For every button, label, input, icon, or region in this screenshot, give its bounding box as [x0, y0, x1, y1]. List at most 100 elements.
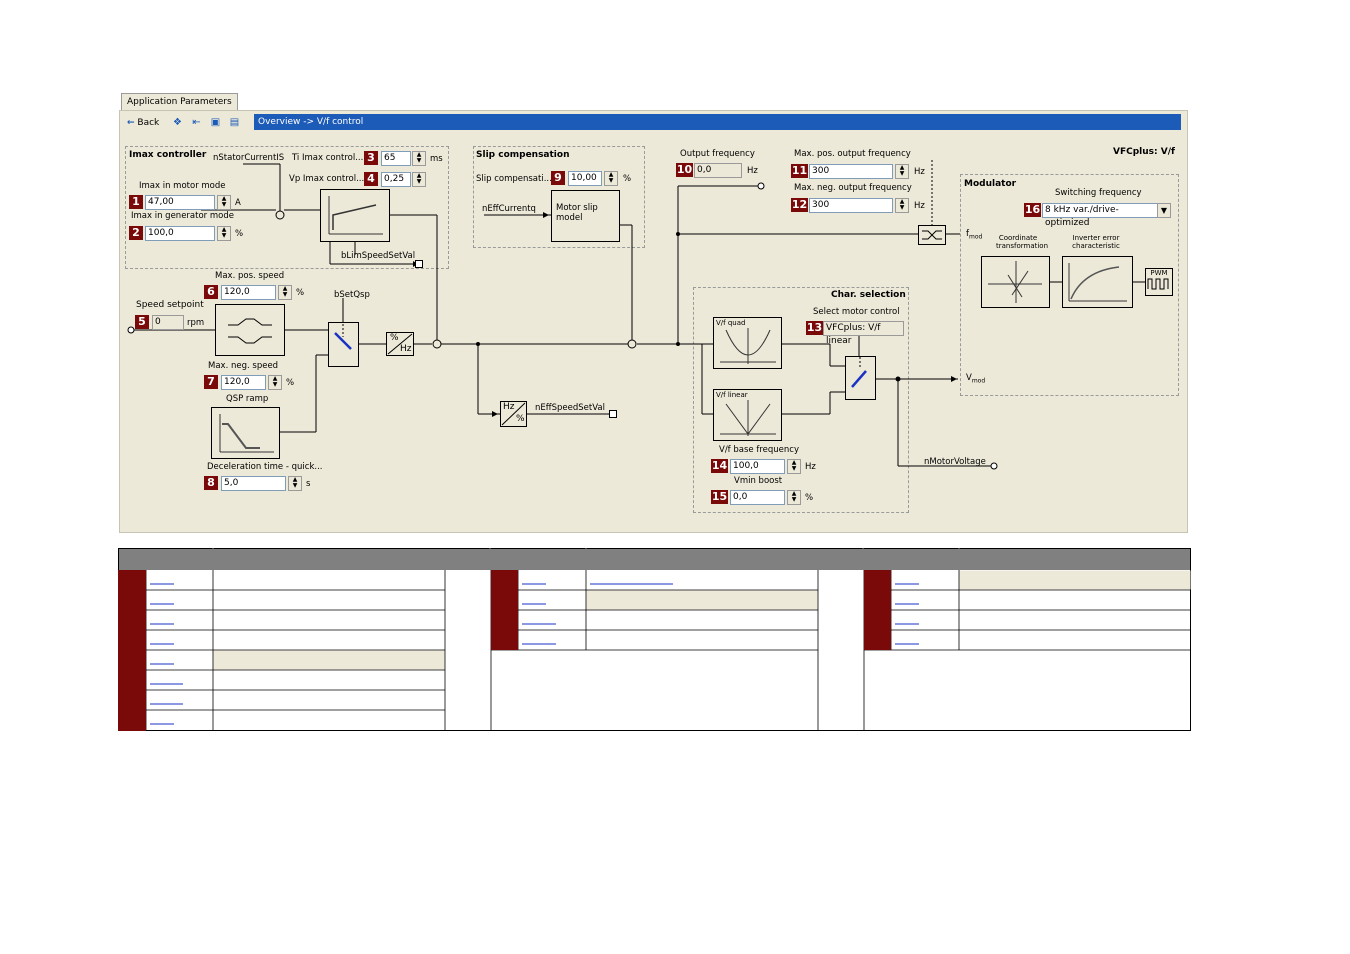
max-neg-speed-input[interactable]: 120,0	[221, 375, 266, 390]
char-switch-icon	[851, 357, 867, 388]
output-frequency-unit: Hz	[747, 166, 758, 176]
imax-generator-unit: %	[235, 229, 244, 239]
imax-motor-unit: A	[235, 198, 241, 208]
imax-generator-input[interactable]: 100,0	[145, 226, 215, 241]
slip-comp-spinner[interactable]: ▲▼	[604, 171, 618, 186]
ti-imax-spinner[interactable]: ▲▼	[412, 151, 426, 166]
frequency-limiter-block	[918, 225, 946, 245]
max-neg-output-spinner[interactable]: ▲▼	[895, 198, 909, 213]
deceleration-spinner[interactable]: ▲▼	[288, 476, 302, 491]
back-arrow-icon: ←	[127, 118, 135, 128]
vmin-boost-spinner[interactable]: ▲▼	[787, 490, 801, 505]
select-motor-control-label: Select motor control	[813, 307, 900, 317]
vp-imax-input[interactable]: 0,25	[381, 172, 411, 187]
vf-linear-label: V/f linear	[716, 391, 748, 399]
max-neg-speed-spinner[interactable]: ▲▼	[268, 375, 282, 390]
slip-compensation-title: Slip compensation	[476, 150, 570, 160]
char-selection-title: Char. selection	[831, 290, 906, 300]
pwm-block: PWM	[1145, 268, 1173, 296]
max-neg-output-input[interactable]: 300	[809, 198, 893, 213]
max-pos-speed-input[interactable]: 120,0	[221, 285, 276, 300]
char-selection-group	[693, 287, 909, 513]
badge-10: 10	[676, 163, 693, 177]
vf-base-frequency-spinner[interactable]: ▲▼	[787, 459, 801, 474]
pwm-wave-icon	[1147, 278, 1169, 290]
deceleration-input[interactable]: 5,0	[221, 476, 286, 491]
max-neg-speed-unit: %	[286, 378, 295, 388]
slip-comp-input[interactable]: 10,00	[568, 171, 602, 186]
output-frequency-label: Output frequency	[680, 149, 755, 159]
unit-convert-icon	[387, 333, 413, 355]
imax-generator-label: Imax in generator mode	[131, 211, 234, 221]
vmin-boost-unit: %	[805, 493, 814, 503]
badge-15: 15	[711, 490, 728, 504]
convert-top-label: %	[390, 333, 399, 343]
modulator-group	[960, 174, 1179, 396]
switching-frequency-dropdown-icon[interactable]: ▼	[1157, 203, 1171, 218]
max-neg-speed-label: Max. neg. speed	[208, 361, 279, 371]
coordinate-transformation-block	[981, 256, 1050, 308]
breadcrumb: Overview -> V/f control	[254, 114, 1181, 130]
back-button[interactable]: ← Back	[127, 118, 160, 128]
motor-control-display: VFCplus: V/f linear	[823, 321, 904, 346]
monitor-icon[interactable]: ▣	[210, 117, 221, 128]
ramp-down-icon	[219, 414, 274, 453]
badge-14: 14	[711, 459, 728, 473]
tab-application-parameters[interactable]: Application Parameters	[121, 93, 238, 111]
vmod-label: Vmod	[966, 373, 986, 385]
pwm-label: PWM	[1150, 269, 1168, 277]
max-neg-output-unit: Hz	[914, 201, 925, 211]
max-pos-speed-spinner[interactable]: ▲▼	[278, 285, 292, 300]
badge-9: 9	[551, 171, 565, 185]
qsp-ramp-label: QSP ramp	[226, 394, 269, 404]
badge-1: 1	[129, 195, 143, 209]
convert2-bottom-label: %	[516, 414, 525, 424]
vf-quad-block: V/f quad	[713, 317, 782, 369]
vf-linear-block: V/f linear	[713, 389, 782, 441]
max-pos-output-input[interactable]: 300	[809, 164, 893, 179]
speed-setpoint-label: Speed setpoint	[136, 300, 204, 310]
imax-controller-title: Imax controller	[129, 150, 207, 160]
badge-4: 4	[364, 172, 378, 186]
neff-current-label: nEffCurrentq	[482, 204, 536, 214]
quadratic-curve-icon	[720, 328, 776, 364]
imax-controller-group	[125, 146, 449, 269]
badge-11: 11	[791, 164, 808, 178]
imax-controller-block	[320, 189, 390, 242]
vf-base-frequency-input[interactable]: 100,0	[730, 459, 785, 474]
qsp-switch-block	[328, 322, 359, 367]
home-icon[interactable]: ❖	[173, 117, 182, 128]
vp-imax-label: Vp Imax control...	[289, 174, 365, 184]
vmin-boost-input[interactable]: 0,0	[730, 490, 785, 505]
deceleration-unit: s	[306, 479, 311, 489]
speed-limiter-block	[215, 304, 285, 356]
badge-12: 12	[791, 198, 808, 212]
imax-motor-input[interactable]: 47,00	[145, 195, 215, 210]
convert-bottom-label: Hz	[400, 344, 412, 354]
stator-current-label: nStatorCurrentIS	[213, 153, 285, 163]
inverter-error-label: Inverter error characteristic	[1072, 234, 1120, 250]
neff-speed-output-port	[609, 410, 617, 418]
ti-imax-label: Ti Imax control...	[292, 153, 364, 163]
deceleration-label: Deceleration time - quick...	[207, 462, 323, 472]
max-pos-output-spinner[interactable]: ▲▼	[895, 164, 909, 179]
properties-icon[interactable]: ▤	[229, 117, 240, 128]
limiter-curve-icon	[228, 318, 272, 344]
unit-convert-icon-2	[501, 402, 526, 426]
modulator-title: Modulator	[964, 179, 1017, 189]
convert2-top-label: Hz	[503, 402, 515, 412]
imax-motor-spinner[interactable]: ▲▼	[217, 195, 231, 210]
badge-13: 13	[806, 321, 823, 335]
speed-setpoint-display: 0	[152, 315, 184, 330]
vf-base-frequency-unit: Hz	[805, 462, 816, 472]
ti-imax-input[interactable]: 65	[381, 151, 411, 166]
badge-5: 5	[135, 315, 149, 329]
coordinate-transformation-label: Coordinate transformation	[996, 234, 1049, 250]
percent-to-hz-block: % Hz	[386, 332, 414, 356]
fmod-label: fmod	[966, 229, 983, 241]
drive-mode-title: VFCplus: V/f	[1113, 147, 1175, 157]
vp-imax-spinner[interactable]: ▲▼	[412, 172, 426, 187]
imax-generator-spinner[interactable]: ▲▼	[217, 226, 231, 241]
navigate-icon[interactable]: ⇤	[192, 117, 201, 128]
